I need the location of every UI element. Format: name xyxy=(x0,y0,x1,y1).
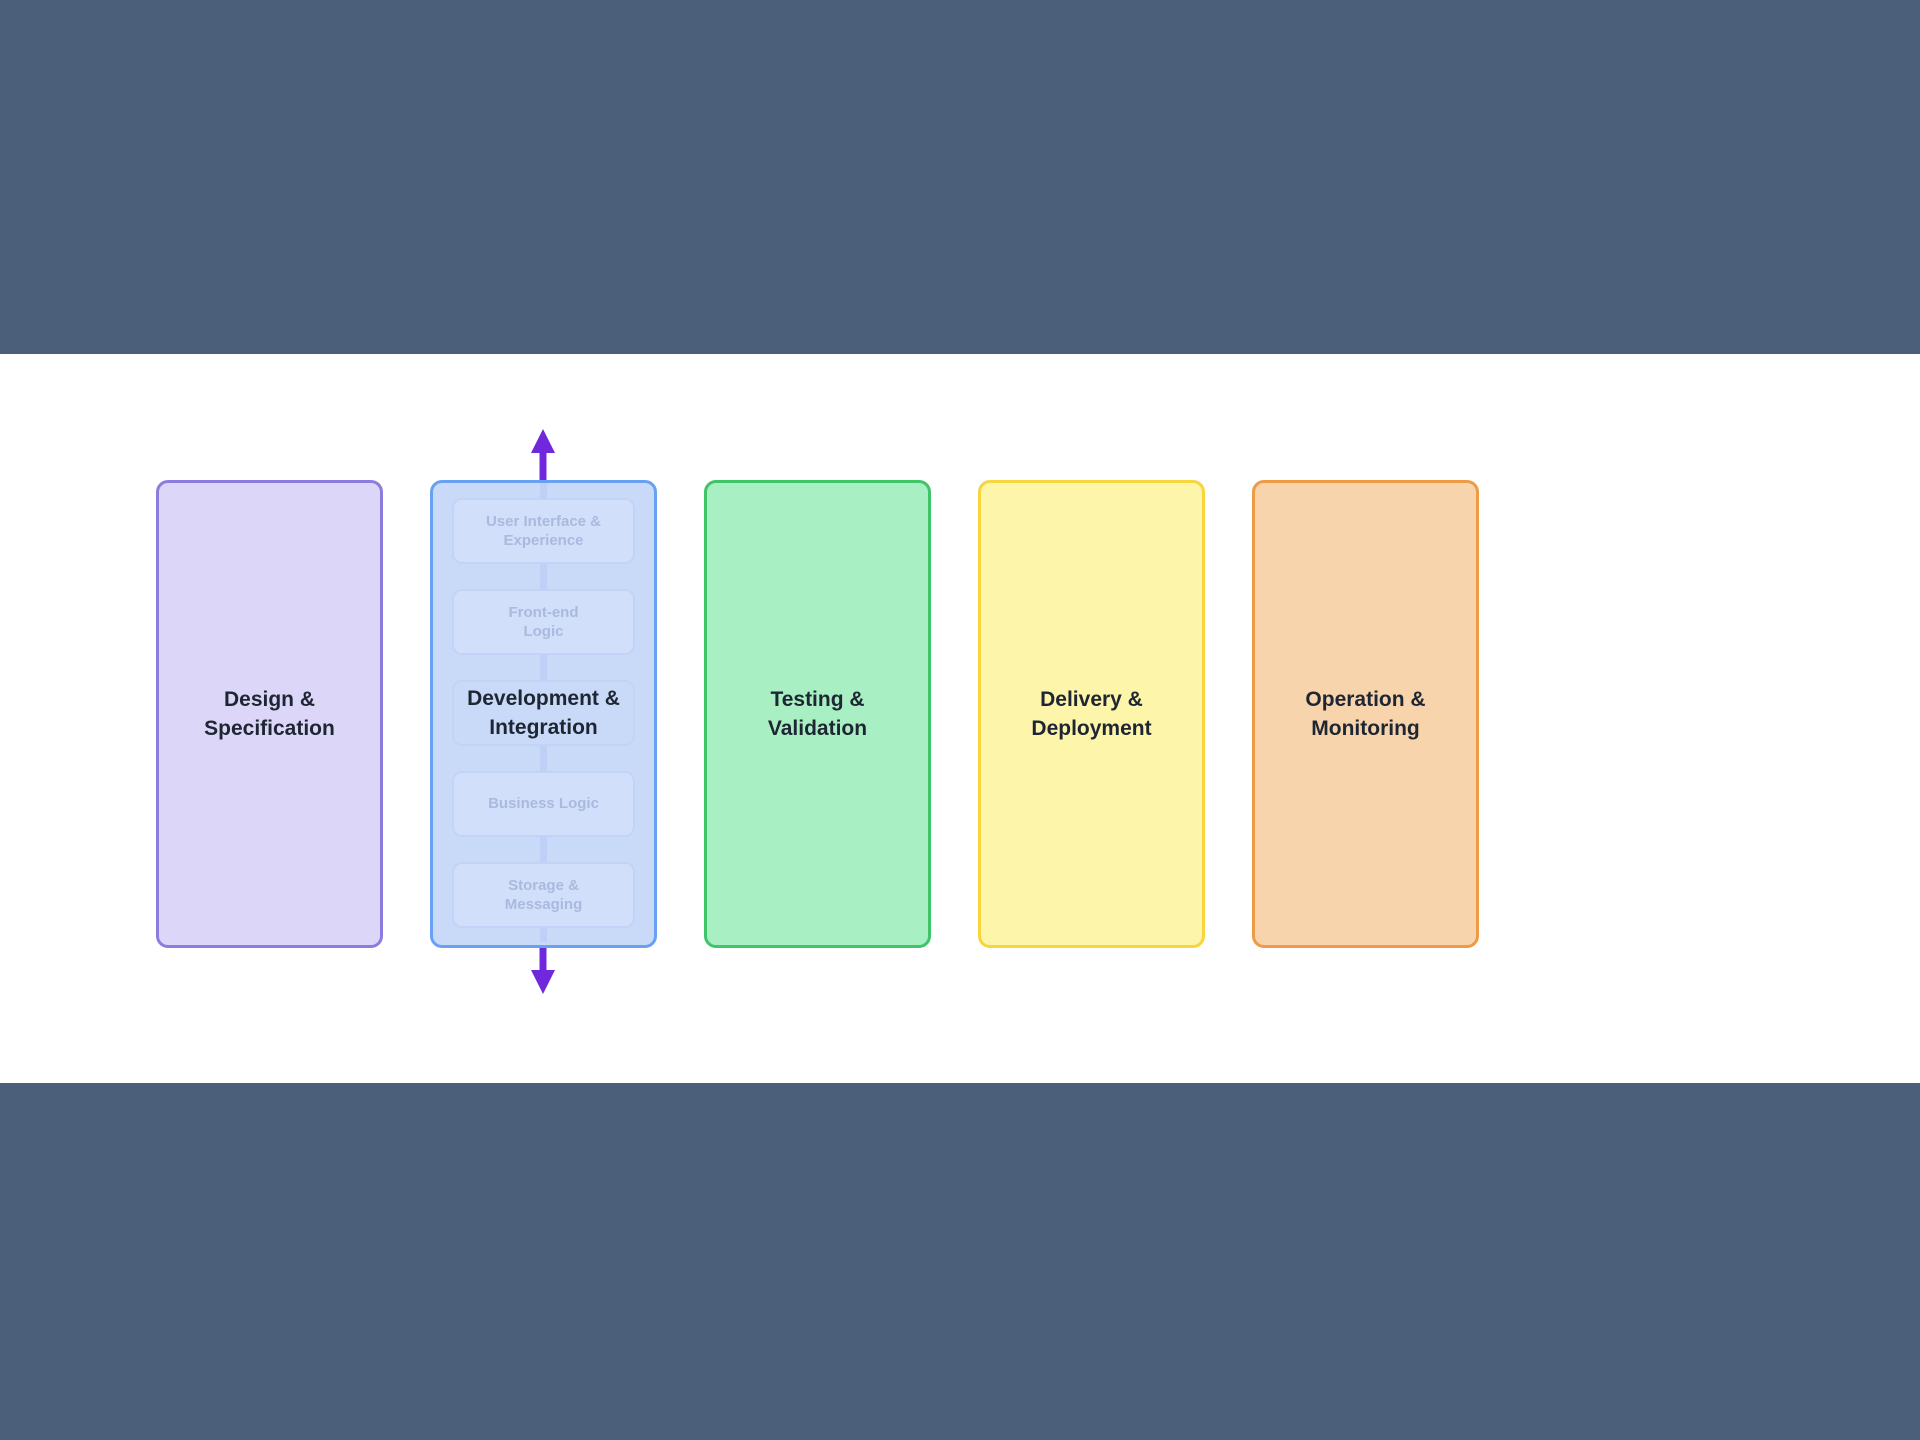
phase-label: Delivery & Deployment xyxy=(1031,687,1152,740)
substep-label: Front-end Logic xyxy=(508,603,579,641)
connector-line xyxy=(540,564,547,589)
substep-storage-messaging: Storage & Messaging xyxy=(452,862,635,928)
phase-label: Development & Integration xyxy=(467,686,620,739)
substep-front-end-logic: Front-end Logic xyxy=(452,589,635,655)
substep-main-label: Development & Integration xyxy=(452,680,635,746)
phase-box-development-integration: User Interface & Experience Front-end Lo… xyxy=(430,480,657,948)
substep-label: Storage & Messaging xyxy=(504,876,583,914)
phase-label: Testing & Validation xyxy=(767,687,868,740)
arrow-down-icon xyxy=(531,946,555,994)
arrow-up-icon xyxy=(531,429,555,484)
connector-line xyxy=(540,655,547,680)
phase-box-delivery-deployment: Delivery & Deployment xyxy=(978,480,1205,948)
connector-line xyxy=(540,837,547,862)
connector-line xyxy=(540,928,547,942)
phase-label: Operation & Monitoring xyxy=(1305,687,1426,740)
substep-business-logic: Business Logic xyxy=(452,771,635,837)
phase-box-design-specification: Design & Specification xyxy=(156,480,383,948)
substeps-column: User Interface & Experience Front-end Lo… xyxy=(433,483,654,945)
phase-box-testing-validation: Testing & Validation xyxy=(704,480,931,948)
pipeline-phases-row: Design & Specification User Interface & … xyxy=(156,480,1479,948)
connector-line xyxy=(540,483,547,498)
substep-user-interface-experience: User Interface & Experience xyxy=(452,498,635,564)
bottom-background-bar xyxy=(0,1083,1920,1440)
phase-label: Design & Specification xyxy=(204,687,335,740)
substep-label: User Interface & Experience xyxy=(485,512,602,550)
phase-box-operation-monitoring: Operation & Monitoring xyxy=(1252,480,1479,948)
substep-label: Business Logic xyxy=(488,795,599,813)
top-background-bar xyxy=(0,0,1920,354)
connector-line xyxy=(540,746,547,771)
